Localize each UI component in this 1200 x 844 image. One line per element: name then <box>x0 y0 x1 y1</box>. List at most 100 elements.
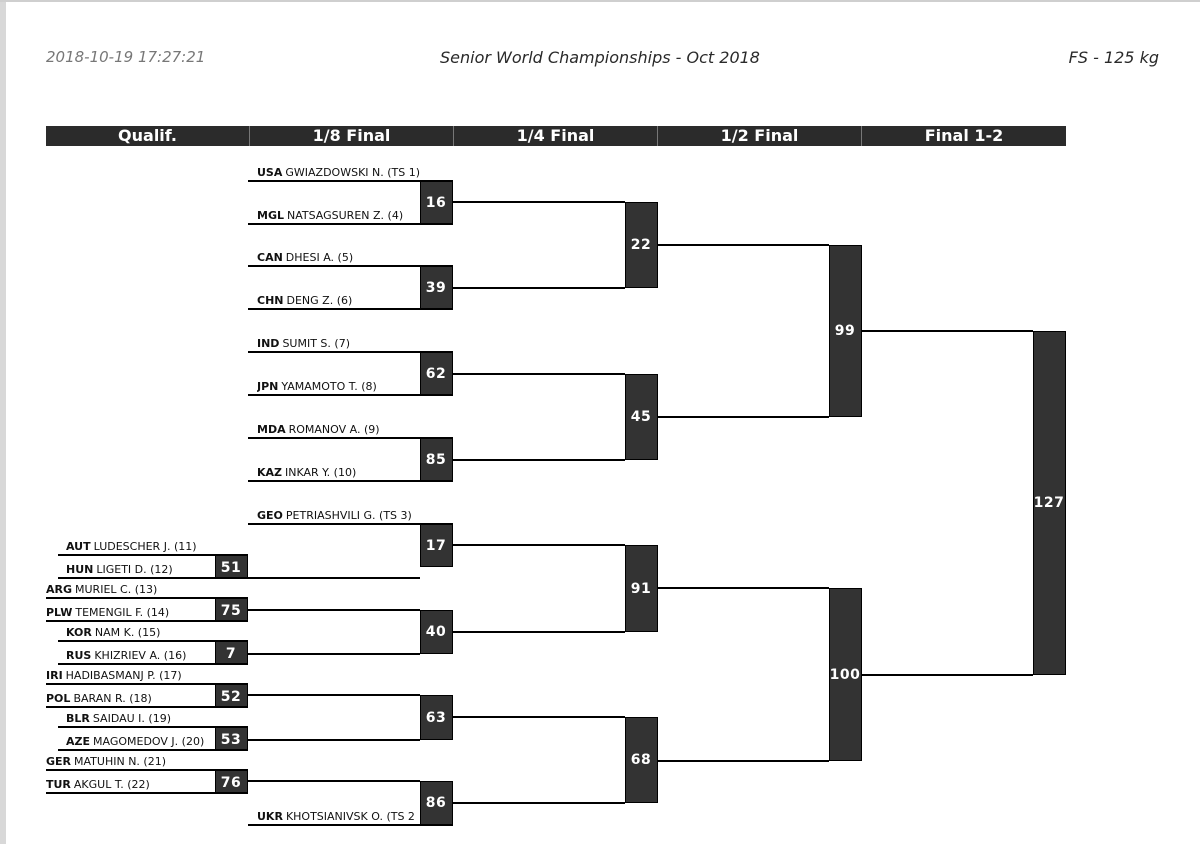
page-edge-top <box>0 0 1200 2</box>
wrestler-name: HADIBASMANJ P. (17) <box>65 669 182 682</box>
nation-code: MDA <box>257 423 286 436</box>
weight-category: FS - 125 kg <box>1068 48 1159 67</box>
nation-code: CHN <box>257 294 284 307</box>
column-qualif: Qualif. <box>46 126 250 146</box>
wrestler-name: ROMANOV A. (9) <box>288 423 380 436</box>
r16-advance-line <box>453 716 625 718</box>
wrestler-name: NAM K. (15) <box>94 626 161 639</box>
nation-code: KOR <box>66 626 92 639</box>
nation-code: GEO <box>257 509 283 522</box>
nation-code: IRI <box>46 669 63 682</box>
nation-code: ARG <box>46 583 73 596</box>
r16-slot-line <box>248 351 453 353</box>
sf-bout-number: 100 <box>829 666 861 683</box>
qual-slot-line <box>58 640 248 642</box>
qf-bout-number: 91 <box>630 580 652 597</box>
qual-slot-line <box>46 706 248 708</box>
qf-bout-number: 22 <box>630 237 652 253</box>
qf-bout-box <box>625 374 658 460</box>
r16-bout-number: 16 <box>425 194 447 211</box>
nation-code: HUN <box>66 563 94 576</box>
qf-bout-box <box>625 202 658 288</box>
r16-advance-line <box>453 631 625 633</box>
nation-code: UKR <box>257 810 283 823</box>
qual-bout-number: 75 <box>220 602 242 619</box>
r16-slot-line <box>248 223 453 225</box>
wrestler-name: AKGUL T. (22) <box>73 778 150 791</box>
r16-slot-line <box>248 480 453 482</box>
qual-slot-line <box>46 792 248 794</box>
final-bout-box <box>1033 331 1066 675</box>
qual-bout-number: 51 <box>220 559 242 576</box>
qual-bout-box <box>215 770 248 793</box>
r16-bout-number: 17 <box>425 537 447 554</box>
wrestler-name: KHOTSIANIVSK O. (TS 2 <box>285 810 415 823</box>
r16-bout-box <box>420 266 453 309</box>
r16-bout-box <box>420 610 453 654</box>
nation-code: AZE <box>66 735 91 748</box>
r16-slot-line <box>248 308 453 310</box>
r16-bout-box <box>420 524 453 567</box>
r16-bout-number: 86 <box>425 795 447 811</box>
sf-bout-box <box>829 588 862 761</box>
r16-bout-number: 63 <box>425 709 447 726</box>
r16-slot-line <box>248 824 453 826</box>
r16-advance-line <box>453 201 625 203</box>
page-edge <box>0 0 6 844</box>
r16-advance-line <box>453 287 625 289</box>
wrestler-name: YAMAMOTO T. (8) <box>281 380 377 393</box>
qf-advance-line <box>658 244 829 246</box>
nation-code: GER <box>46 755 72 768</box>
nation-code: JPN <box>257 380 279 393</box>
wrestler-name: LIGETI D. (12) <box>96 563 173 576</box>
nation-code: AUT <box>66 540 91 553</box>
wrestler-name: DHESI A. (5) <box>285 251 354 264</box>
nation-code: KAZ <box>257 466 283 479</box>
column-quarterfinal: 1/4 Final <box>454 126 658 146</box>
timestamp: 2018-10-19 17:27:21 <box>46 48 206 66</box>
qual-bout-number: 76 <box>220 774 242 791</box>
r16-advance-line <box>453 802 625 804</box>
qual-advance-line <box>248 609 420 611</box>
r16-slot-line <box>248 265 453 267</box>
qual-slot-line <box>58 663 248 665</box>
qual-bout-box <box>215 727 248 750</box>
r16-slot-line <box>248 394 453 396</box>
wrestler-name: DENG Z. (6) <box>286 294 353 307</box>
qual-bout-box <box>215 684 248 707</box>
qual-slot-line <box>58 577 248 579</box>
r16-bout-number: 85 <box>425 451 447 468</box>
r16-bout-number: 40 <box>425 624 447 640</box>
wrestler-name: LUDESCHER J. (11) <box>93 540 197 553</box>
wrestler-name: SUMIT S. (7) <box>282 337 350 350</box>
sf-bout-number: 99 <box>834 323 856 339</box>
wrestler-name: BARAN R. (18) <box>73 692 152 705</box>
wrestler-name: GWIAZDOWSKI N. (TS 1) <box>285 166 421 179</box>
r16-advance-line <box>453 373 625 375</box>
wrestler-name: KHIZRIEV A. (16) <box>94 649 187 662</box>
nation-code: BLR <box>66 712 90 725</box>
qual-slot-line <box>58 554 248 556</box>
qual-slot-line <box>46 620 248 622</box>
qf-bout-box <box>625 717 658 803</box>
nation-code: TUR <box>46 778 71 791</box>
qual-slot-line <box>46 597 248 599</box>
wrestler-name: NATSAGSUREN Z. (4) <box>286 209 404 222</box>
sf-bout-box <box>829 245 862 417</box>
sf-advance-line <box>862 330 1033 332</box>
